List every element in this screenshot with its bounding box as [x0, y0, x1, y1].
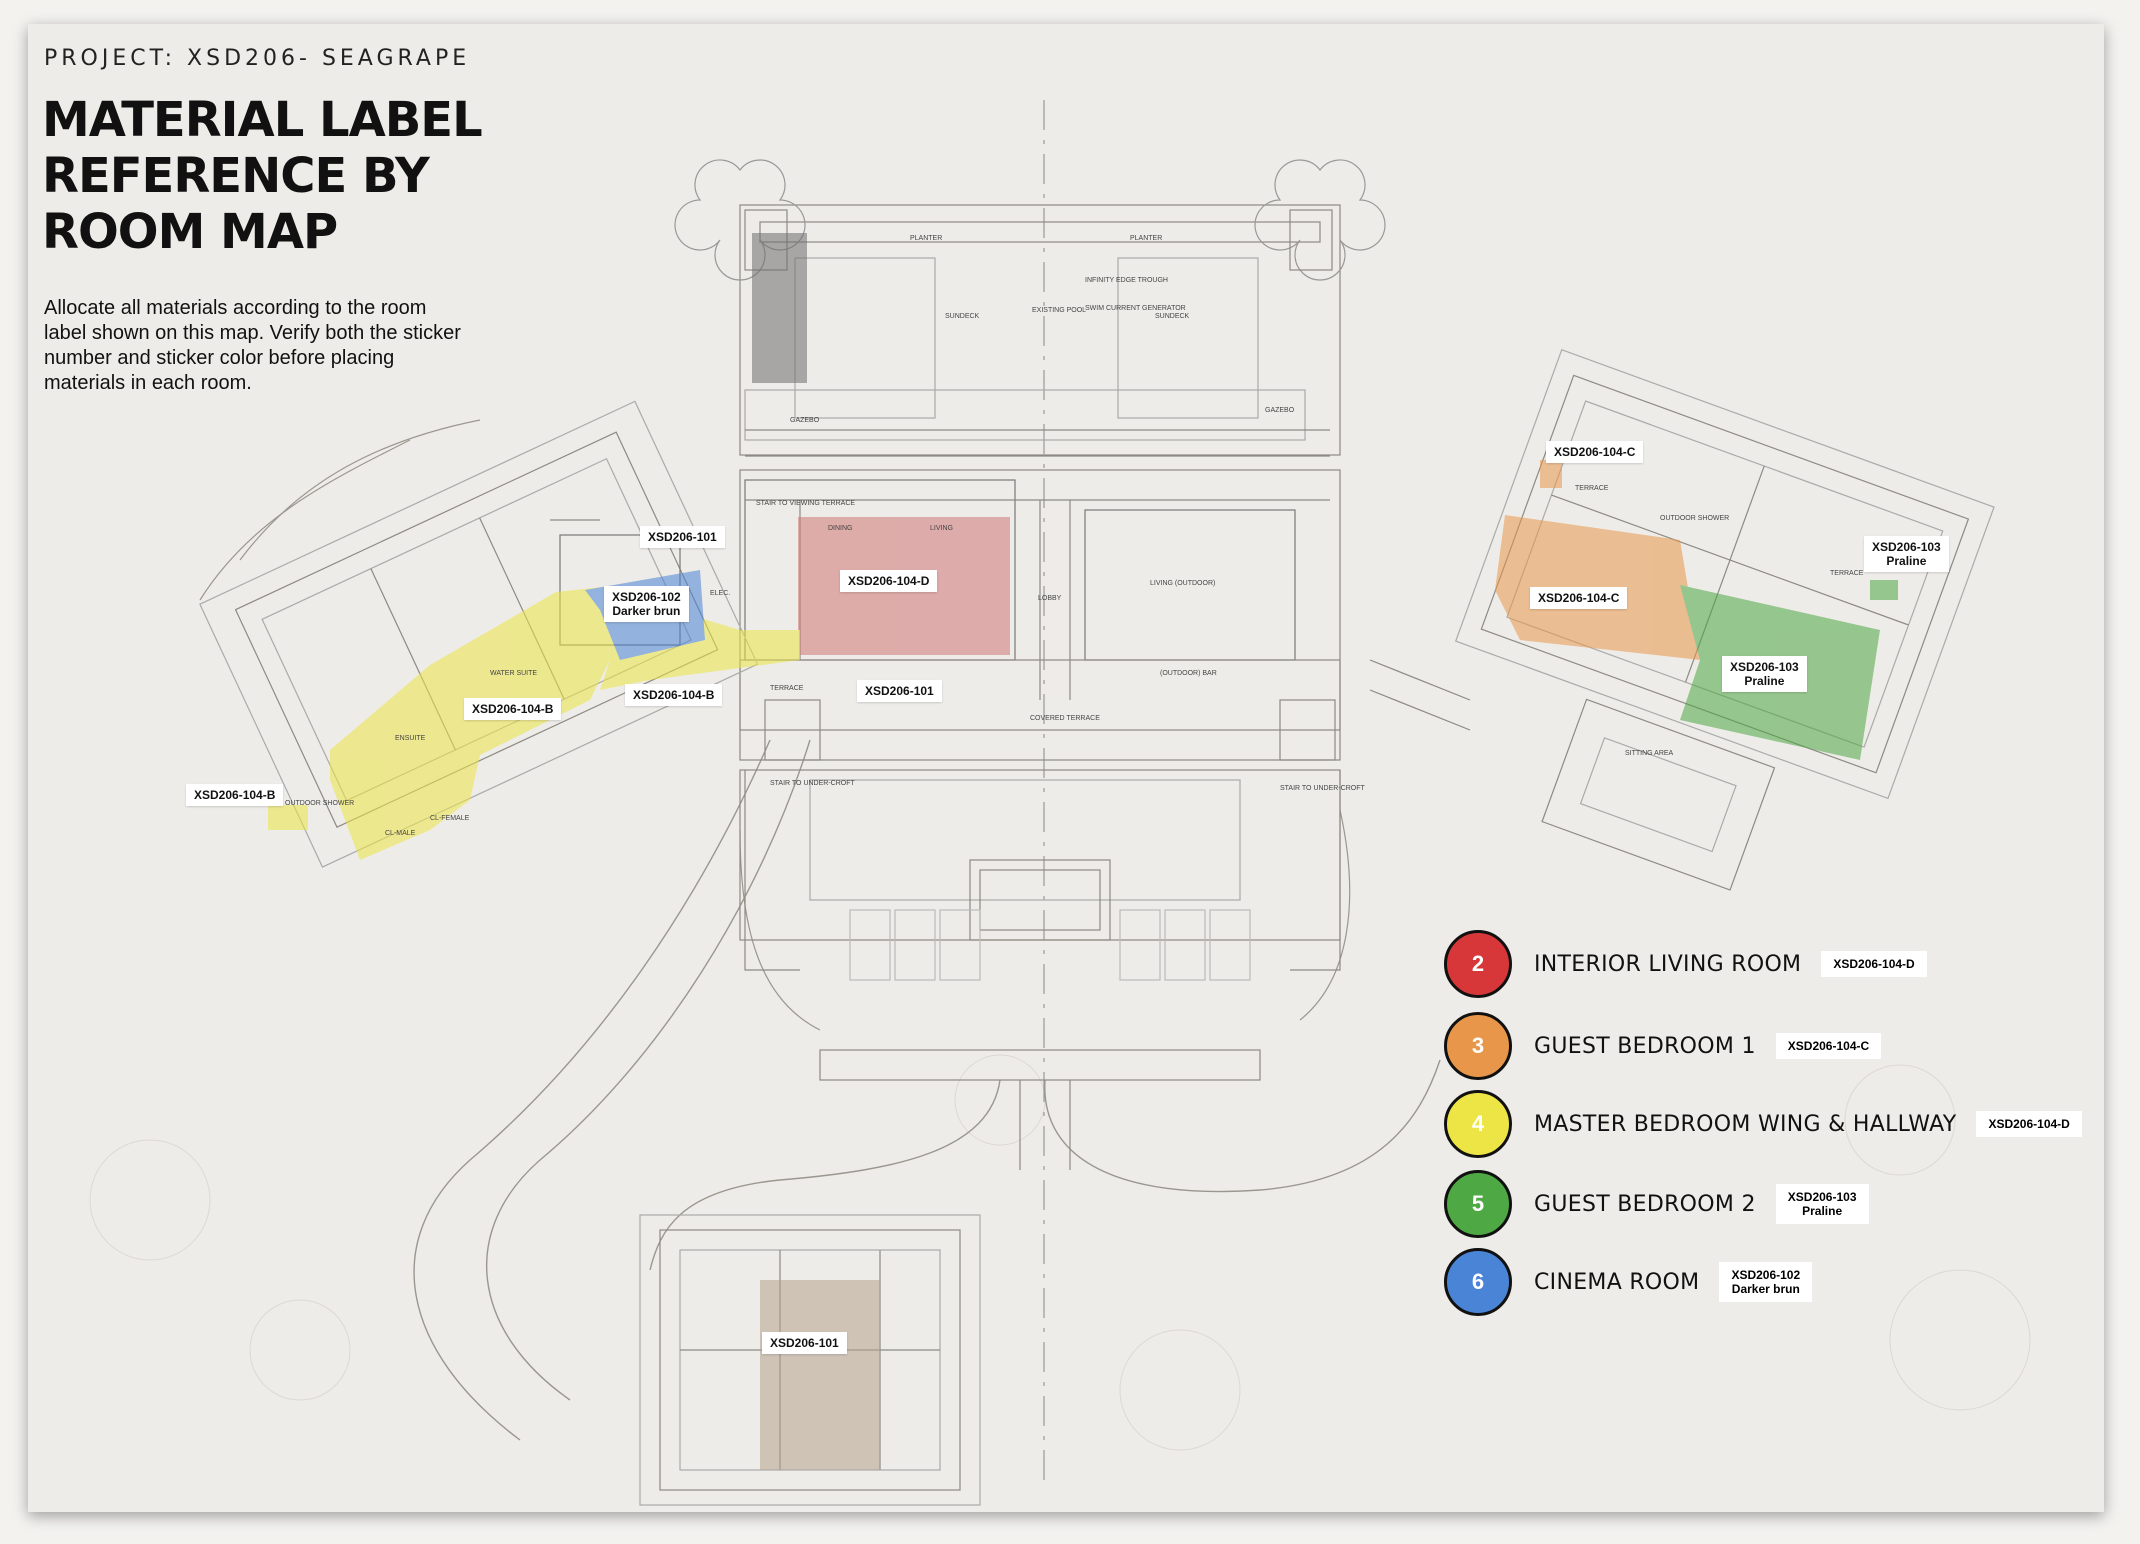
plan-planter-right: PLANTER: [1130, 235, 1162, 242]
map-tag-104d: XSD206-104-D: [840, 570, 938, 592]
plan-elec: ELEC.: [710, 590, 730, 597]
plan-gazebo-left: GAZEBO: [790, 417, 820, 424]
plan-sundeck-left: SUNDECK: [945, 313, 980, 320]
legend-code: XSD206-104-D: [1976, 1111, 2082, 1137]
legend-badge: 3: [1444, 1012, 1512, 1080]
plan-covered: COVERED TERRACE: [1030, 715, 1100, 722]
plan-sundeck-right: SUNDECK: [1155, 313, 1190, 320]
legend-item-interior-living: 2 INTERIOR LIVING ROOM XSD206-104-D: [1444, 930, 1927, 998]
plan-dining: DINING: [828, 525, 853, 532]
project-label: PROJECT: XSD206- SEAGRAPE: [44, 46, 471, 71]
legend-badge: 6: [1444, 1248, 1512, 1316]
plan-gazebo-right: GAZEBO: [1265, 407, 1295, 414]
map-tag-104c-top: XSD206-104-C: [1546, 441, 1644, 463]
map-tag-101-top: XSD206-101: [640, 526, 725, 548]
legend-label: INTERIOR LIVING ROOM: [1534, 951, 1802, 977]
plan-terrace-right-1: TERRACE: [1575, 485, 1609, 492]
legend-item-master-bedroom: 4 MASTER BEDROOM WING & HALLWAY XSD206-1…: [1444, 1090, 2082, 1158]
legend-badge: 2: [1444, 930, 1512, 998]
instructions: Allocate all materials according to the …: [44, 297, 461, 394]
page-title: MATERIAL LABEL REFERENCE BY ROOM MAP: [42, 92, 483, 260]
map-tag-101-bottom: XSD206-101: [762, 1332, 847, 1354]
plan-cl-female: CL-FEMALE: [430, 815, 470, 822]
plan-stair-viewing: STAIR TO VIEWING TERRACE: [756, 500, 855, 507]
map-tag-104b-hall: XSD206-104-B: [625, 684, 723, 706]
plan-outdoor-shower-left: OUTDOOR SHOWER: [285, 800, 354, 807]
legend-item-guest-bedroom-1: 3 GUEST BEDROOM 1 XSD206-104-C: [1444, 1012, 1882, 1080]
plan-living: LIVING: [930, 525, 953, 532]
plan-infinity: INFINITY EDGE TROUGH: [1085, 277, 1168, 284]
plan-sitting: SITTING AREA: [1625, 750, 1674, 757]
plan-stair-under-left: STAIR TO UNDER-CROFT: [770, 780, 856, 787]
plan-water: WATER SUITE: [490, 670, 537, 677]
plan-planter-left: PLANTER: [910, 235, 942, 242]
plan-swim: SWIM CURRENT GENERATOR: [1085, 305, 1186, 312]
legend-label: CINEMA ROOM: [1534, 1269, 1700, 1295]
legend-code: XSD206-104-D: [1821, 951, 1927, 977]
plan-living-outdoor: LIVING (OUTDOOR): [1150, 580, 1215, 587]
map-tag-104b-left: XSD206-104-B: [186, 784, 284, 806]
plan-bar: (OUTDOOR) BAR: [1160, 670, 1217, 677]
plan-outdoor-shower-right: OUTDOOR SHOWER: [1660, 515, 1729, 522]
plan-ensuite: ENSUITE: [395, 735, 426, 742]
legend-label: GUEST BEDROOM 1: [1534, 1033, 1756, 1059]
legend-label: MASTER BEDROOM WING & HALLWAY: [1534, 1111, 1957, 1137]
plan-pool: EXISTING POOL: [1032, 307, 1086, 314]
legend-badge: 4: [1444, 1090, 1512, 1158]
map-tag-104c-room: XSD206-104-C: [1530, 587, 1628, 609]
legend-badge: 5: [1444, 1170, 1512, 1238]
plan-lobby: LOBBY: [1038, 595, 1062, 602]
map-tag-104b-master: XSD206-104-B: [464, 698, 562, 720]
plan-cl-male: CL-MALE: [385, 830, 416, 837]
plan-terrace-right-2: TERRACE: [1830, 570, 1864, 577]
legend-code: XSD206-104-C: [1775, 1033, 1882, 1059]
map-tag-101-mid: XSD206-101: [857, 680, 942, 702]
legend-label: GUEST BEDROOM 2: [1534, 1191, 1756, 1217]
plan-terrace: TERRACE: [770, 685, 804, 692]
plan-stair-under-right: STAIR TO UNDER-CROFT: [1280, 785, 1366, 792]
